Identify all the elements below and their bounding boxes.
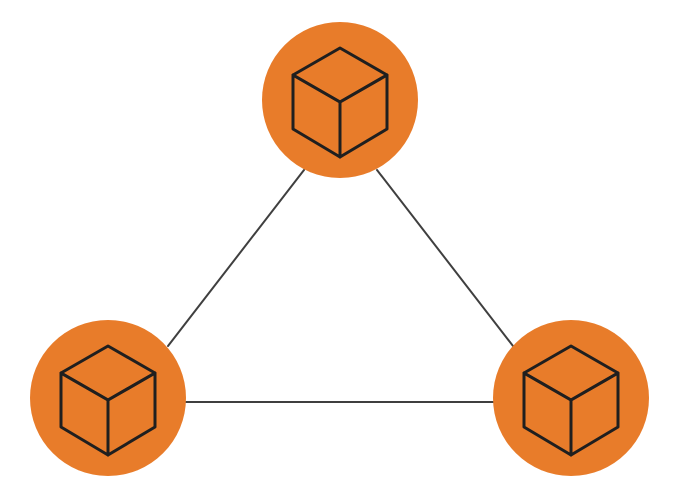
node-circle [30, 320, 186, 476]
edge-top-to-bottom-left [167, 169, 305, 347]
edges [167, 169, 514, 403]
node-circle [493, 320, 649, 476]
node-circle [262, 22, 418, 178]
node-bottom-right [493, 320, 649, 476]
edge-top-to-bottom-right [376, 169, 514, 347]
node-bottom-left [30, 320, 186, 476]
node-top [262, 22, 418, 178]
